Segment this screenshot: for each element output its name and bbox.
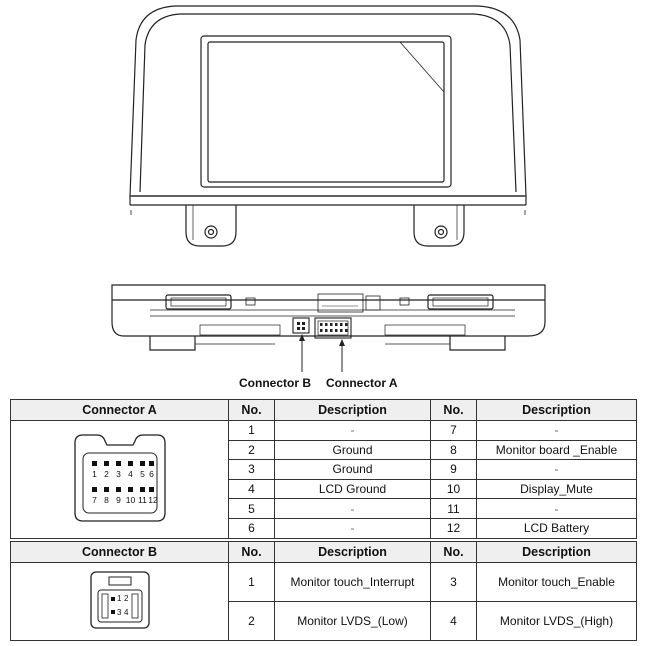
pin-description: - [476, 420, 637, 441]
pin-number: 2 [228, 601, 275, 641]
table-row: 2 Monitor LVDS_(Low) 4 Monitor LVDS_(Hig… [11, 601, 637, 641]
pin-label: 11 [138, 495, 147, 505]
pin-description: - [476, 498, 637, 519]
header-connector: Connector A [10, 399, 229, 421]
pin-number: 6 [228, 517, 275, 539]
pin-label: 12 [148, 495, 158, 505]
header-no: No. [430, 399, 477, 421]
pin-label: 6 [149, 469, 154, 479]
pin-description: Monitor touch_Interrupt [274, 562, 431, 602]
header-no: No. [228, 399, 275, 421]
pin-number: 3 [430, 562, 477, 602]
pin-number: 12 [430, 517, 477, 539]
pin-number: 5 [228, 498, 275, 519]
pin-label: 7 [92, 495, 97, 505]
pin-number: 8 [430, 439, 477, 461]
monitor-drawing [111, 5, 546, 372]
pin-label: 4 [128, 469, 133, 479]
header-description: Description [274, 541, 431, 563]
connector-b-pinout: 1 2 3 4 [10, 562, 229, 641]
connector-b-label: Connector B [239, 376, 311, 390]
connector-a-drawing [314, 317, 352, 339]
header-description: Description [476, 541, 637, 563]
pin-label: 1 [117, 594, 122, 603]
table-header-row: Connector A No. Description No. Descript… [10, 399, 637, 421]
pin-description: Monitor LVDS_(High) [476, 601, 637, 641]
table-row: 4 LCD Ground 10 Display_Mute [11, 478, 637, 500]
connector-b-pinout-diagram: 1 2 3 4 [89, 571, 150, 629]
pin-description: Display_Mute [476, 478, 637, 500]
pin-number: 11 [430, 498, 477, 519]
table-row: 1 2 3 4 5 6 7 8 9 10 11 12 1 - 7 - [10, 420, 637, 539]
pin-label: 4 [124, 608, 129, 617]
connector-b-drawing [292, 317, 310, 334]
connector-a-pinout-diagram: 1 2 3 4 5 6 7 8 9 10 11 12 [73, 434, 166, 522]
pin-number: 4 [430, 601, 477, 641]
pin-description: Monitor touch_Enable [476, 562, 637, 602]
pin-number: 1 [228, 420, 275, 441]
pin-label: 5 [140, 469, 145, 479]
pin-number: 1 [228, 562, 275, 602]
table-header-row: Connector B No. Description No. Descript… [10, 541, 637, 563]
pin-number: 9 [430, 459, 477, 480]
connector-a-table: Connector A No. Description No. Descript… [10, 399, 637, 539]
pin-label: 3 [117, 608, 122, 617]
pin-number: 7 [430, 420, 477, 441]
table-row: 1 2 3 4 1 Monitor touch_Interrupt 3 Moni… [10, 562, 637, 641]
pin-label: 10 [125, 495, 135, 505]
connector-a-label: Connector A [326, 376, 398, 390]
header-description: Description [476, 399, 637, 421]
pin-label: 2 [104, 469, 109, 479]
pin-label: 1 [92, 469, 97, 479]
header-description: Description [274, 399, 431, 421]
pin-description: LCD Ground [274, 478, 431, 500]
pin-description: Monitor board _Enable [476, 439, 637, 461]
table-row: 5 - 11 - [11, 498, 637, 519]
header-no: No. [228, 541, 275, 563]
pin-number: 3 [228, 459, 275, 480]
table-row: 2 Ground 8 Monitor board _Enable [11, 439, 637, 461]
pin-description: - [274, 420, 431, 441]
pin-description: - [476, 459, 637, 480]
connector-b-table: Connector B No. Description No. Descript… [10, 541, 637, 641]
monitor-front-view [129, 5, 527, 247]
pin-description: Ground [274, 439, 431, 461]
pin-description: - [274, 498, 431, 519]
pin-number: 4 [228, 478, 275, 500]
monitor-bottom-view [111, 284, 546, 372]
header-no: No. [430, 541, 477, 563]
pin-label: 3 [116, 469, 121, 479]
pin-description: - [274, 517, 431, 539]
pin-description: LCD Battery [476, 517, 637, 539]
pin-label: 8 [104, 495, 109, 505]
pin-description: Ground [274, 459, 431, 480]
header-connector: Connector B [10, 541, 229, 563]
pin-number: 2 [228, 439, 275, 461]
pin-description: Monitor LVDS_(Low) [274, 601, 431, 641]
table-row: 6 - 12 LCD Battery [11, 517, 637, 539]
pin-number: 10 [430, 478, 477, 500]
pin-label: 9 [116, 495, 121, 505]
connector-a-pinout: 1 2 3 4 5 6 7 8 9 10 11 12 [10, 420, 229, 539]
pin-label: 2 [124, 594, 129, 603]
